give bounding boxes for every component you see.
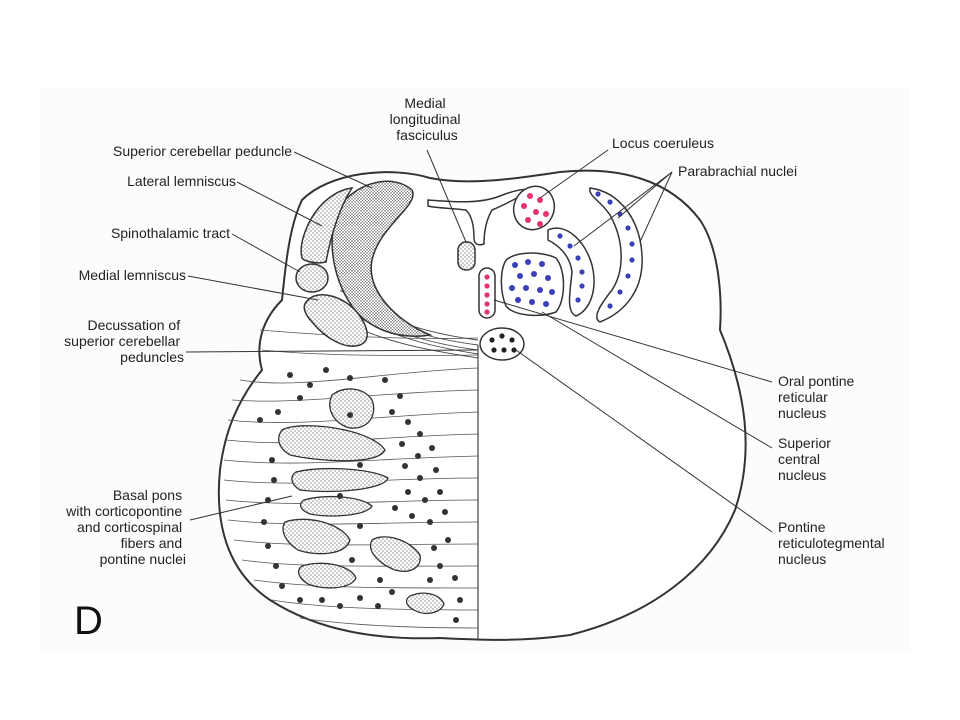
label-medial-lemniscus: Medial lemniscus <box>79 267 186 283</box>
panel-letter: D <box>74 599 103 643</box>
parabrachial-nucleus-lateral <box>589 187 643 323</box>
label-pontine-reticulotegmental: Pontine reticulotegmental nucleus <box>778 519 889 567</box>
label-basal-pons: Basal pons with corticopontine and corti… <box>65 487 186 567</box>
basal-pons-nuclei <box>278 388 445 615</box>
label-parabrachial-nuclei: Parabrachial nuclei <box>678 163 797 179</box>
spinothalamic-tract <box>295 263 329 293</box>
label-oral-pontine-reticular: Oral pontine reticular nucleus <box>778 373 858 421</box>
label-superior-cerebellar-peduncle: Superior cerebellar peduncle <box>113 143 292 159</box>
pontine-reticulotegmental-dots <box>489 333 517 353</box>
fourth-ventricle <box>427 188 535 246</box>
label-mlf: Medial longitudinal fasciculus <box>390 95 465 143</box>
locus-coeruleus <box>512 185 556 231</box>
parabrachial-nucleus-medial <box>547 227 595 317</box>
superior-central-nucleus <box>500 252 565 317</box>
label-locus-coeruleus: Locus coeruleus <box>612 135 714 151</box>
locus-coeruleus-dots <box>521 193 549 227</box>
lateral-lemniscus <box>300 187 354 264</box>
label-lateral-lemniscus: Lateral lemniscus <box>127 173 236 189</box>
label-decussation: Decussation of superior cerebellar pedun… <box>64 317 184 365</box>
medial-longitudinal-fasciculus <box>457 241 476 271</box>
label-superior-central: Superior central nucleus <box>778 435 835 483</box>
superior-central-dots <box>509 259 555 307</box>
parabrachial-medial-dots <box>557 233 585 303</box>
medial-lemniscus <box>303 294 368 347</box>
label-spinothalamic-tract: Spinothalamic tract <box>111 225 230 241</box>
pontine-reticulotegmental-nucleus <box>479 327 525 361</box>
basal-pons-dots <box>257 367 463 623</box>
leader-lines <box>185 149 773 533</box>
superior-cerebellar-peduncle <box>331 180 433 337</box>
oral-pontine-dots <box>484 274 490 315</box>
